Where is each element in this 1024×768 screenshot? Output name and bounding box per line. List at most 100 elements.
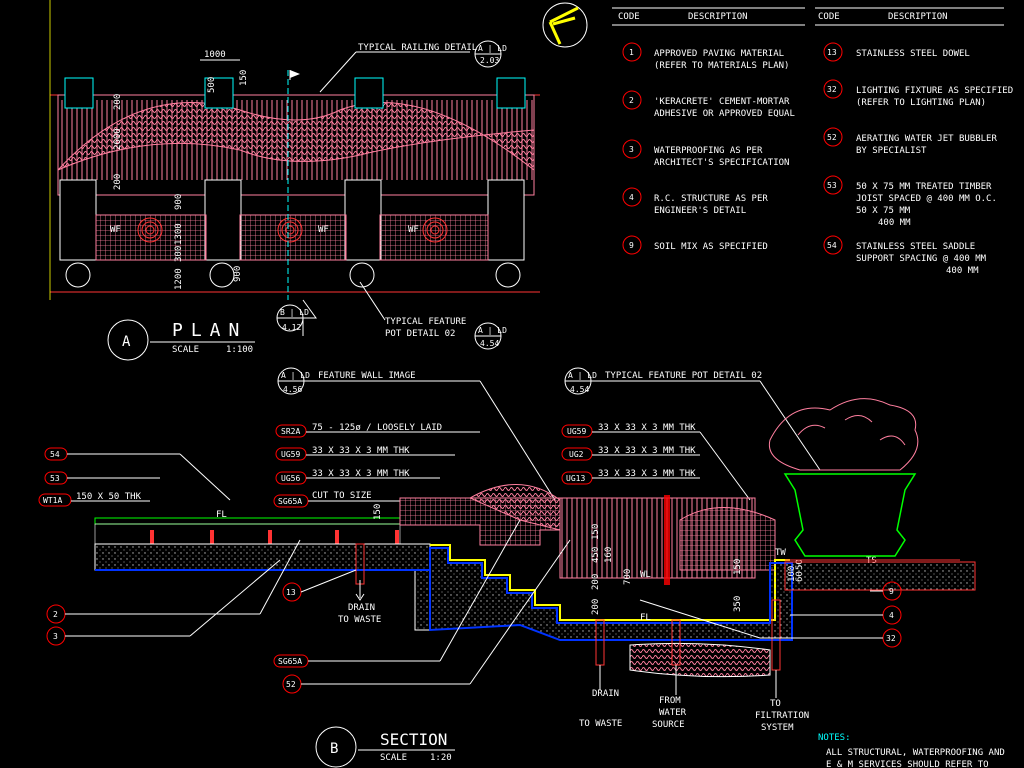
svg-text:NOTES:: NOTES: — [818, 733, 851, 743]
svg-text:700: 700 — [623, 569, 633, 585]
post-2 — [204, 77, 234, 109]
svg-text:E & M SERVICES SHOULD REFER TO: E & M SERVICES SHOULD REFER TO — [826, 760, 989, 768]
section-title-block: B SECTION SCALE 1:20 — [315, 726, 455, 768]
callout-SG65A: SG65A CUT TO SIZE — [273, 491, 400, 508]
svg-text:A | LD: A | LD — [478, 326, 507, 335]
legend-item-2: 2 'KERACRETE' CEMENT-MORTAR ADHESIVE OR … — [622, 90, 795, 119]
svg-text:APPROVED PAVING MATERIAL: APPROVED PAVING MATERIAL — [654, 49, 784, 59]
svg-text:TS: TS — [866, 556, 877, 566]
svg-text:150: 150 — [591, 524, 601, 540]
callout-UG59b: UG59 33 X 33 X 3 MM THK — [561, 423, 751, 501]
svg-text:TYPICAL RAILING DETAIL: TYPICAL RAILING DETAIL — [358, 43, 477, 53]
svg-text:FILTRATION: FILTRATION — [755, 711, 809, 721]
svg-text:400 MM: 400 MM — [878, 218, 911, 228]
svg-text:TO WASTE: TO WASTE — [338, 615, 381, 625]
svg-text:50 X 75 MM: 50 X 75 MM — [856, 206, 911, 216]
svg-text:UG56: UG56 — [281, 474, 300, 483]
svg-text:400 MM: 400 MM — [946, 266, 979, 276]
svg-text:SOURCE: SOURCE — [652, 720, 685, 730]
svg-text:UG59: UG59 — [281, 450, 300, 459]
svg-text:STAINLESS STEEL DOWEL: STAINLESS STEEL DOWEL — [856, 49, 970, 59]
svg-text:32: 32 — [827, 85, 837, 94]
water-feature-2 — [277, 217, 303, 243]
svg-text:ENGINEER'S DETAIL: ENGINEER'S DETAIL — [654, 206, 746, 216]
svg-text:TYPICAL FEATURE POT DETAIL 02: TYPICAL FEATURE POT DETAIL 02 — [605, 371, 762, 381]
north-arrow-icon — [542, 2, 588, 48]
north-flag-icon — [290, 70, 300, 78]
svg-text:150: 150 — [733, 559, 743, 575]
svg-text:BY SPECIALIST: BY SPECIALIST — [856, 146, 927, 156]
svg-text:SCALE: SCALE — [380, 753, 407, 763]
svg-text:ADHESIVE OR APPROVED EQUAL: ADHESIVE OR APPROVED EQUAL — [654, 109, 795, 119]
svg-text:54: 54 — [50, 450, 60, 459]
svg-text:4.54: 4.54 — [570, 385, 589, 394]
svg-text:A | LD: A | LD — [281, 371, 310, 380]
svg-text:ARCHITECT'S SPECIFICATION: ARCHITECT'S SPECIFICATION — [654, 158, 789, 168]
svg-text:UG59: UG59 — [567, 427, 586, 436]
svg-text:DRAIN: DRAIN — [592, 689, 619, 699]
code-9: 9 — [870, 581, 902, 601]
svg-text:2.03: 2.03 — [480, 56, 499, 65]
svg-text:53: 53 — [50, 474, 60, 483]
feature-pot — [768, 398, 976, 591]
svg-text:WF: WF — [318, 225, 329, 235]
svg-text:LIGHTING FIXTURE AS SPECIFIED: LIGHTING FIXTURE AS SPECIFIED — [856, 86, 1013, 96]
tag-WT1A: WT1A 150 X 50 THK — [38, 492, 150, 507]
legend-item-3: 3 WATERPROOFING AS PER ARCHITECT'S SPECI… — [622, 139, 789, 168]
svg-text:500: 500 — [207, 77, 217, 93]
svg-text:32: 32 — [886, 634, 896, 643]
legend-item-13: 13 STAINLESS STEEL DOWEL — [823, 42, 970, 62]
svg-text:200: 200 — [113, 174, 123, 190]
post-1 — [64, 77, 94, 109]
svg-text:300: 300 — [174, 246, 184, 262]
code-4: 4 — [790, 605, 902, 625]
tag-SG65A-b: SG65A — [273, 519, 521, 668]
svg-text:B: B — [330, 741, 338, 757]
svg-text:FL: FL — [640, 613, 651, 623]
svg-text:1:20: 1:20 — [430, 753, 452, 763]
section-view: A | LD 4.56 FEATURE WALL IMAGE A | LD 4.… — [38, 367, 976, 768]
svg-text:WATER: WATER — [659, 708, 687, 718]
legend-item-52: 52 AERATING WATER JET BUBBLER BY SPECIAL… — [823, 127, 997, 156]
svg-text:POT DETAIL 02: POT DETAIL 02 — [385, 329, 455, 339]
svg-text:SUPPORT SPACING @ 400 MM: SUPPORT SPACING @ 400 MM — [856, 254, 987, 264]
svg-text:SOIL MIX AS SPECIFIED: SOIL MIX AS SPECIFIED — [654, 242, 768, 252]
svg-text:FL: FL — [216, 510, 227, 520]
svg-text:STAINLESS STEEL SADDLE: STAINLESS STEEL SADDLE — [856, 242, 975, 252]
svg-text:CODE: CODE — [618, 12, 640, 22]
svg-text:2: 2 — [629, 96, 634, 105]
legend-item-53: 53 50 X 75 MM TREATED TIMBER JOIST SPACE… — [823, 175, 997, 228]
svg-text:SECTION: SECTION — [380, 730, 447, 749]
water-feature-1 — [137, 217, 163, 243]
tag-54: 54 — [44, 447, 231, 501]
svg-text:1: 1 — [629, 48, 634, 57]
svg-text:SR2A: SR2A — [281, 427, 300, 436]
svg-text:200: 200 — [113, 94, 123, 110]
svg-text:9: 9 — [629, 241, 634, 250]
deck-supports — [150, 530, 399, 544]
svg-text:WL: WL — [640, 570, 651, 580]
callout-UG59a: UG59 33 X 33 X 3 MM THK — [275, 446, 455, 461]
svg-text:33 X 33 X 3 MM THK: 33 X 33 X 3 MM THK — [598, 446, 696, 456]
callout-UG2: UG2 33 X 33 X 3 MM THK — [561, 446, 700, 461]
svg-text:33 X 33 X 3 MM THK: 33 X 33 X 3 MM THK — [598, 469, 696, 479]
legend: CODE DESCRIPTION CODE DESCRIPTION 1 APPR… — [612, 7, 1013, 276]
svg-text:TO: TO — [770, 699, 781, 709]
svg-text:SYSTEM: SYSTEM — [761, 723, 794, 733]
code-3: 3 — [46, 559, 281, 646]
svg-text:4: 4 — [629, 193, 634, 202]
svg-text:4: 4 — [889, 611, 894, 620]
svg-text:160: 160 — [604, 547, 614, 563]
svg-text:'KERACRETE' CEMENT-MORTAR: 'KERACRETE' CEMENT-MORTAR — [654, 97, 790, 107]
pot-ref-bubble: A | LD 4.54 — [474, 322, 507, 350]
post-4 — [496, 77, 526, 109]
tag-53: 53 — [44, 471, 160, 485]
svg-text:WATERPROOFING AS PER: WATERPROOFING AS PER — [654, 146, 763, 156]
svg-text:R.C. STRUCTURE AS PER: R.C. STRUCTURE AS PER — [654, 194, 768, 204]
svg-text:1000: 1000 — [204, 50, 226, 60]
plan-view: 1000 500 150 200 2600 200 900 1300 300 1… — [49, 0, 540, 361]
svg-text:ALL STRUCTURAL, WATERPROOFING: ALL STRUCTURAL, WATERPROOFING AND — [826, 748, 1005, 758]
svg-text:2600: 2600 — [113, 128, 123, 150]
svg-text:4.56: 4.56 — [283, 385, 302, 394]
post-3 — [354, 77, 384, 109]
